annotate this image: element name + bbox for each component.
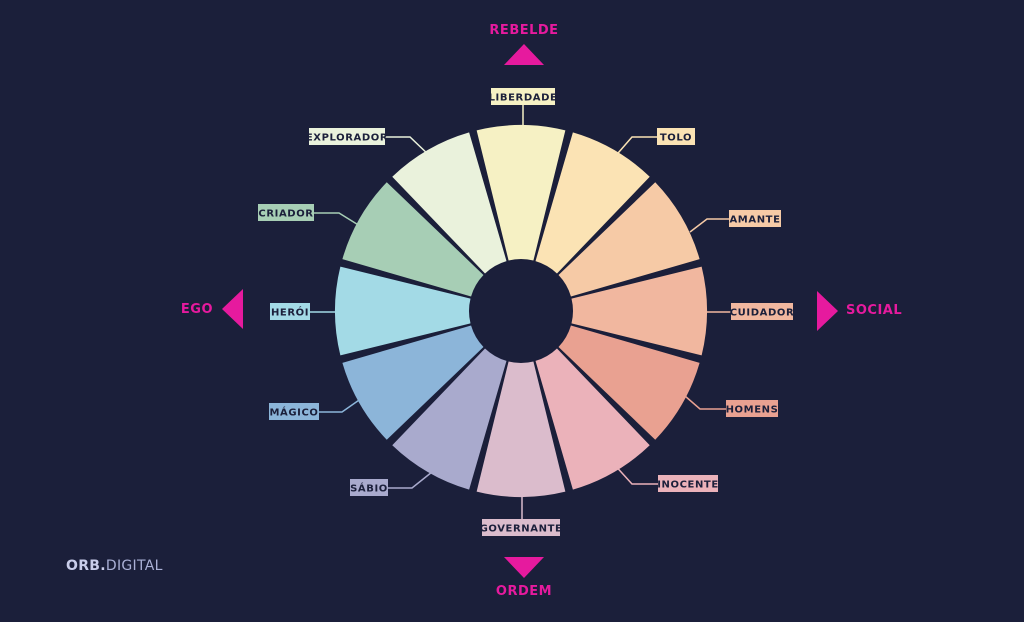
wheel: [335, 125, 707, 498]
wheel-segment-governante: [476, 361, 566, 498]
arrow-down-icon: [504, 557, 544, 578]
segment-label: CUIDADOR: [730, 303, 795, 320]
brand-logo: ORB.DIGITAL: [66, 558, 163, 574]
wheel-segment-explorador: [392, 132, 507, 274]
leader-line: [611, 136, 657, 161]
segment-label-box: [726, 400, 778, 417]
segment-label-box: [482, 519, 560, 536]
segment-label: AMANTE: [729, 210, 781, 227]
segment-label-text: CRIADOR: [258, 209, 313, 220]
segment-label-box: [491, 88, 555, 105]
segment-label: INOCENTE: [657, 475, 719, 492]
segment-label-text: GOVERNANTE: [480, 524, 563, 535]
wheel-segment-inocente: [535, 348, 650, 490]
segment-label-box: [731, 303, 793, 320]
wheel-segment-criador: [342, 182, 484, 297]
wheel-segment-homens: [558, 325, 700, 440]
leader-line: [689, 218, 729, 233]
wheel-center: [470, 260, 572, 362]
segment-label-box: [657, 128, 695, 145]
segment-label-text: HERÓI: [271, 306, 309, 319]
leader-line: [314, 212, 361, 227]
axis-label-left: EGO: [181, 302, 213, 317]
segment-label: MÁGICO: [269, 403, 319, 420]
wheel-segment-cuidador: [571, 266, 707, 356]
segment-label-box: [658, 475, 718, 492]
segment-label-text: INOCENTE: [657, 480, 719, 491]
leader-line: [684, 395, 726, 410]
segment-label-text: CUIDADOR: [730, 308, 795, 319]
wheel-segment-sábio: [392, 348, 507, 490]
axis-label-top: REBELDE: [489, 23, 558, 38]
leader-line: [388, 471, 433, 489]
segment-label-text: EXPLORADOR: [306, 133, 388, 144]
segment-label: EXPLORADOR: [306, 128, 388, 145]
wheel-segment-herói: [335, 266, 471, 356]
segment-label-box: [350, 479, 388, 496]
leader-line: [319, 397, 363, 413]
wheel-segment-liberdade: [476, 125, 566, 261]
segment-label: CRIADOR: [258, 204, 314, 221]
segment-label-box: [270, 303, 310, 320]
arrow-left-icon: [222, 289, 243, 329]
leader-line: [611, 461, 658, 485]
segment-label: TOLO: [657, 128, 695, 145]
segment-label: HERÓI: [270, 303, 310, 320]
arrow-up-icon: [504, 44, 544, 65]
axis-label-right: SOCIAL: [846, 303, 902, 318]
leader-line: [385, 136, 433, 159]
segment-labels: LIBERDADE TOLO AMANTE CUIDADOR HOMENS INOCENT…: [258, 88, 794, 536]
segment-label: GOVERNANTE: [480, 519, 563, 536]
wheel-segment-tolo: [535, 132, 650, 274]
axis-label-bottom: ORDEM: [496, 584, 552, 599]
segment-label-text: HOMENS: [726, 405, 779, 416]
segment-label-text: SÁBIO: [350, 482, 388, 495]
segment-label-text: MÁGICO: [269, 406, 318, 419]
segment-label-box: [309, 128, 385, 145]
leader-lines: [310, 104, 731, 519]
segment-label-box: [269, 403, 319, 420]
wheel-segment-amante: [558, 182, 700, 297]
segment-label: HOMENS: [726, 400, 779, 417]
segment-label: LIBERDADE: [489, 88, 558, 105]
brand-bold: ORB.: [66, 558, 106, 574]
arrow-right-icon: [817, 291, 838, 331]
segment-label-text: LIBERDADE: [489, 93, 558, 104]
segment-label: SÁBIO: [350, 479, 388, 496]
wheel-segment-mágico: [342, 325, 484, 440]
segment-label-text: AMANTE: [729, 215, 780, 226]
brand-light: DIGITAL: [105, 558, 163, 574]
segment-label-text: TOLO: [660, 133, 692, 144]
segment-label-box: [729, 210, 781, 227]
segment-label-box: [258, 204, 314, 221]
